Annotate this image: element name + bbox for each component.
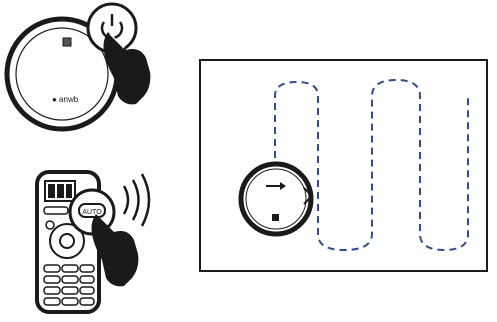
cleaning-area-panel <box>200 60 487 271</box>
auto-button-label: AUTO <box>82 209 102 216</box>
robot-sensor <box>63 38 71 46</box>
robot-brand-mark: ● anwb <box>52 95 79 104</box>
robot-vacuum-icon <box>241 164 312 234</box>
signal-waves-icon <box>124 174 149 226</box>
